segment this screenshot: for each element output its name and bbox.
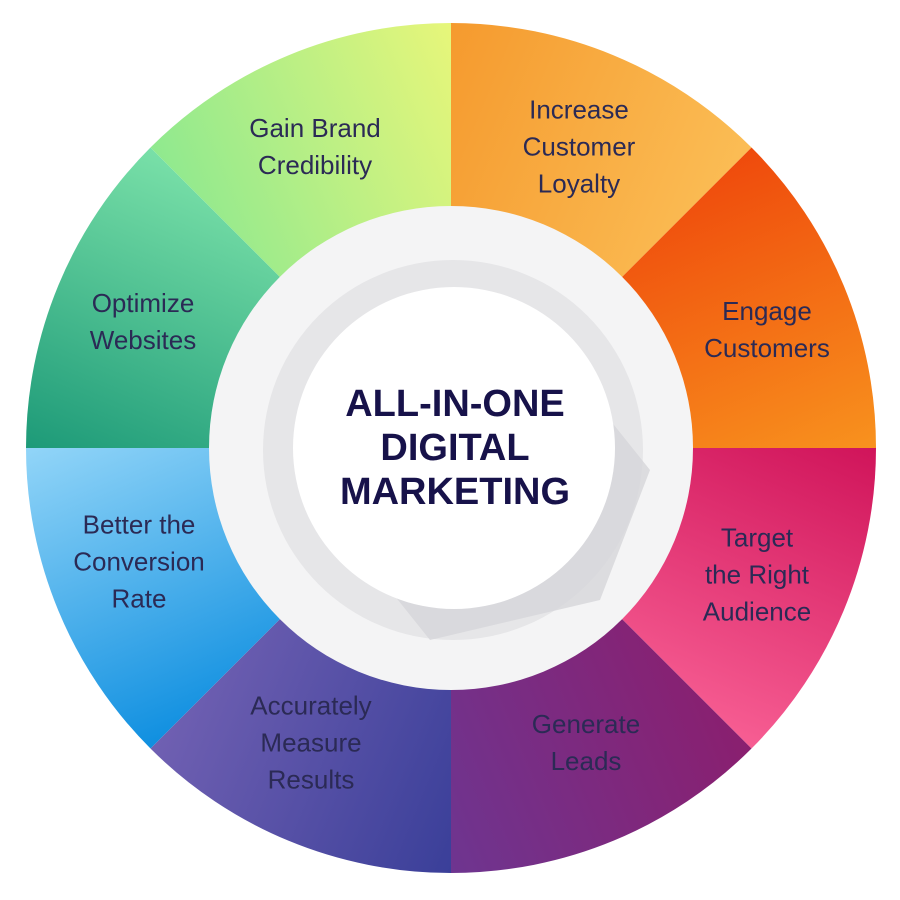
center-circle (293, 287, 615, 609)
segment-label: Engage Customers (704, 296, 830, 363)
segment-label: Gain Brand Credibility (249, 113, 381, 180)
segment-label: Optimize Websites (89, 288, 197, 355)
segment-label: Increase Customer Loyalty (522, 94, 636, 199)
segment-label: Target the Right Audience (702, 522, 812, 627)
segment-label: Accurately Measure Results (250, 690, 372, 795)
segment-label: Better the Conversion Rate (73, 509, 205, 614)
center-title: ALL-IN-ONE DIGITAL MARKETING (339, 383, 571, 513)
segment-label: Generate Leads (531, 709, 641, 776)
